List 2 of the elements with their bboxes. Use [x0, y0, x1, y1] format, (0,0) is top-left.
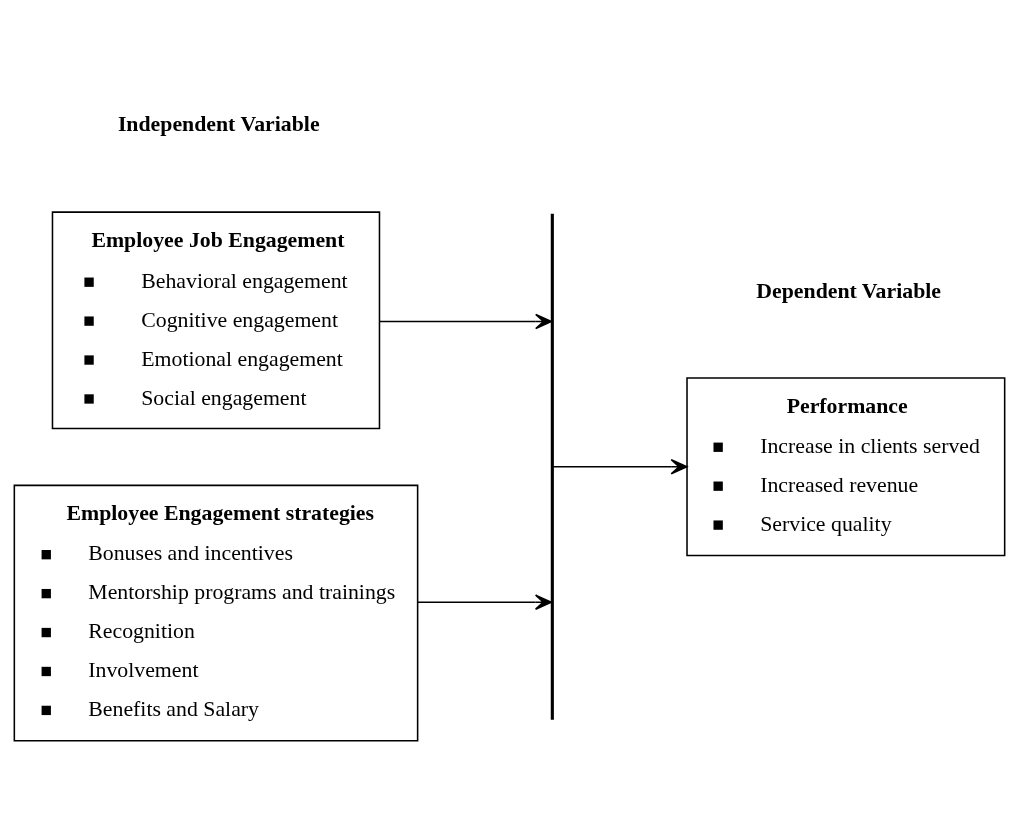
- label: Independent Variable: [117, 111, 320, 136]
- label: Dependent Variable: [756, 278, 942, 303]
